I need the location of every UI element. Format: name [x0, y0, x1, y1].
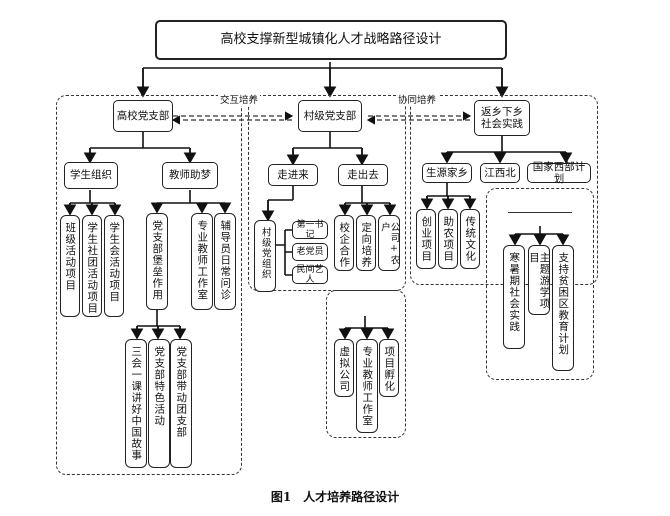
fortress-item-story: 三会一课讲好中国故事	[125, 339, 147, 468]
village-branch-label: 村级党支部	[303, 109, 357, 122]
party-group-frame	[56, 95, 242, 475]
mentor-item-counselor: 辅导员日常问诊	[214, 213, 236, 310]
source-item-agri-text: 助农项目	[442, 216, 455, 262]
student-org-box: 学生组织	[64, 162, 118, 189]
out-item-company: 公司+农户	[378, 215, 400, 271]
village-org-box: 村级党组织	[254, 220, 276, 292]
in-item-veteran-text: 老党员	[296, 246, 324, 257]
source-item-culture: 传统文化	[460, 209, 480, 269]
west-group-frame	[486, 188, 594, 380]
west-plan-label: 国家西部计划	[532, 160, 586, 185]
go-in-box: 走进来	[268, 164, 318, 186]
source-item-agri: 助农项目	[438, 209, 458, 269]
student-item-class-text: 班级活动项目	[64, 222, 77, 291]
mentor-item-studio: 专业教师工作室	[191, 213, 213, 310]
return-practice-box: 返乡下乡 社会实践	[474, 100, 530, 136]
out-item-coop-text: 校企合作	[338, 222, 351, 268]
page-title-text: 高校支撑新型城镇化人才战略路径设计	[220, 31, 442, 47]
go-out-box: 走出去	[338, 164, 388, 186]
in-item-secretary-text: 第一书记	[296, 219, 324, 240]
mentor-box: 教师助梦	[162, 162, 218, 189]
source-item-startup-text: 创业项目	[420, 216, 433, 262]
source-item-culture-text: 传统文化	[464, 216, 477, 262]
out-item-directed: 定向培养	[356, 215, 376, 271]
party-branch-box: 高校党支部	[113, 100, 173, 132]
go-out-label: 走出去	[347, 168, 379, 181]
west-item-education: 支持贫困区教育计划	[552, 245, 574, 371]
mentor-item-studio-text: 专业教师工作室	[196, 220, 209, 301]
branch-fortress-box: 党支部堡垒作用	[146, 213, 168, 310]
jiangxi-box: 江西北	[480, 163, 520, 183]
coop-label: 协同培养	[396, 92, 439, 106]
out-item-directed-text: 定向培养	[360, 222, 373, 268]
west-item-summer-text: 寒暑期社会实践	[508, 252, 521, 333]
fortress-item-league: 党支部带动团支部	[170, 339, 192, 468]
west-item-study-tour: 主题游学项目	[528, 245, 551, 315]
student-item-club-text: 学生社团活动项目	[86, 222, 99, 314]
go-in-label: 走进来	[277, 168, 309, 181]
village-org-text: 村级党组织	[259, 227, 271, 280]
incubate-item-studio: 专业教师工作室	[356, 339, 378, 433]
out-item-coop: 校企合作	[334, 215, 354, 271]
student-item-union: 学生会活动项目	[104, 215, 124, 317]
interact-label: 交互培养	[218, 92, 261, 106]
in-item-veteran: 老党员	[292, 243, 328, 261]
mentor-label: 教师助梦	[169, 169, 211, 182]
village-group-frame	[248, 95, 406, 291]
fortress-item-activity: 党支部特色活动	[148, 339, 170, 468]
incubate-item-studio-text: 专业教师工作室	[361, 346, 374, 427]
in-item-artist: 民间艺人	[292, 264, 328, 285]
fortress-item-activity-text: 党支部特色活动	[153, 346, 166, 427]
student-item-class: 班级活动项目	[60, 215, 80, 317]
branch-fortress-text: 党支部堡垒作用	[151, 220, 164, 301]
student-org-label: 学生组织	[70, 169, 112, 182]
out-item-company-text: 公司+农户	[379, 222, 400, 266]
west-divider	[508, 212, 572, 213]
west-item-study-tour-text: 主题游学项目	[528, 252, 551, 310]
west-item-education-text: 支持贫困区教育计划	[557, 252, 570, 356]
source-home-box: 生源家乡	[422, 163, 472, 183]
west-plan-box: 国家西部计划	[527, 160, 591, 185]
mentor-item-counselor-text: 辅导员日常问诊	[219, 220, 232, 301]
source-home-label: 生源家乡	[426, 166, 468, 179]
page-title: 高校支撑新型城镇化人才战略路径设计	[155, 20, 507, 60]
student-item-union-text: 学生会活动项目	[108, 222, 121, 303]
in-item-artist-text: 民间艺人	[296, 264, 324, 285]
village-branch-box: 村级党支部	[298, 100, 362, 132]
incubate-group-frame	[326, 290, 406, 438]
incubate-item-virtual: 虚拟公司	[334, 339, 354, 397]
figure-caption: 图1 人才培养路径设计	[270, 490, 400, 504]
incubate-item-project: 项目孵化	[379, 339, 399, 397]
incubate-item-project-text: 项目孵化	[383, 346, 396, 392]
party-branch-label: 高校党支部	[116, 109, 170, 122]
fortress-item-story-text: 三会一课讲好中国故事	[130, 346, 143, 461]
west-item-summer: 寒暑期社会实践	[503, 245, 525, 349]
incubate-item-virtual-text: 虚拟公司	[338, 346, 351, 392]
source-item-startup: 创业项目	[416, 209, 436, 269]
jiangxi-label: 江西北	[484, 166, 516, 179]
fortress-item-league-text: 党支部带动团支部	[175, 346, 188, 438]
return-practice-label: 返乡下乡 社会实践	[481, 105, 523, 130]
student-item-club: 学生社团活动项目	[82, 215, 102, 317]
in-item-secretary: 第一书记	[292, 219, 328, 240]
